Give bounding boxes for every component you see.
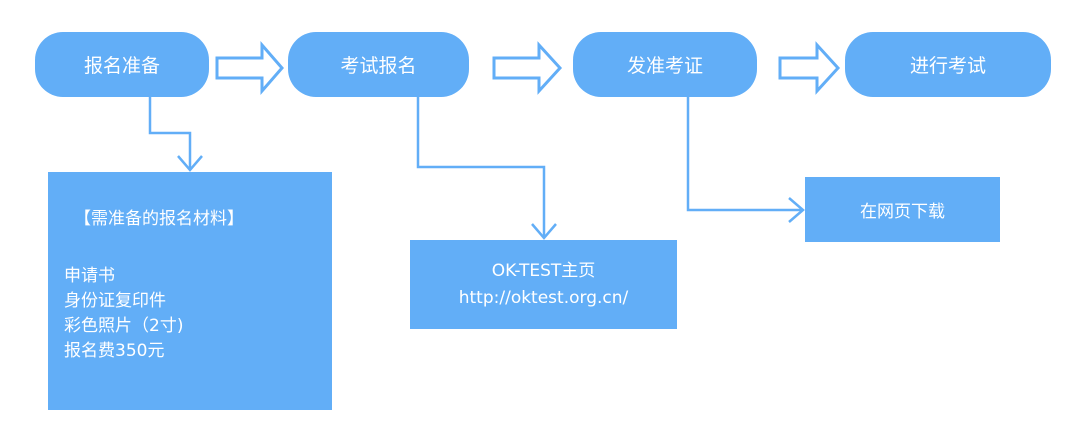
block-arrow-icon [215, 40, 284, 96]
block-arrow-icon [492, 41, 563, 95]
elbow-arrow-icon [148, 97, 203, 172]
step-label: 发准考证 [626, 55, 703, 77]
homepage-note: OK-TEST主页 http://oktest.org.cn/ [410, 240, 677, 329]
block-arrow-icon [778, 41, 841, 95]
download-label: 在网页下载 [860, 202, 945, 222]
homepage-title: OK-TEST主页 [491, 260, 596, 281]
homepage-url[interactable]: http://oktest.org.cn/ [458, 287, 629, 308]
materials-item: 彩色照片（2寸) [64, 316, 184, 336]
materials-item: 申请书 [64, 266, 115, 286]
download-note: 在网页下载 [805, 177, 1000, 242]
step-label: 进行考试 [909, 55, 986, 77]
elbow-arrow-icon [686, 97, 805, 223]
materials-item: 报名费350元 [64, 341, 165, 361]
step-1-pill[interactable]: 报名准备 [35, 32, 209, 97]
materials-item: 身份证复印件 [64, 291, 166, 311]
materials-list: 申请书 身份证复印件 彩色照片（2寸) 报名费350元 [64, 264, 183, 364]
materials-note: 【需准备的报名材料】 申请书 身份证复印件 彩色照片（2寸) 报名费350元 [48, 172, 332, 410]
step-label: 报名准备 [83, 55, 160, 77]
step-2-pill[interactable]: 考试报名 [288, 32, 469, 97]
step-label: 考试报名 [340, 55, 417, 77]
step-4-pill[interactable]: 进行考试 [845, 32, 1051, 97]
materials-title: 【需准备的报名材料】 [74, 209, 244, 229]
step-3-pill[interactable]: 发准考证 [573, 32, 757, 97]
elbow-arrow-icon [416, 97, 557, 240]
